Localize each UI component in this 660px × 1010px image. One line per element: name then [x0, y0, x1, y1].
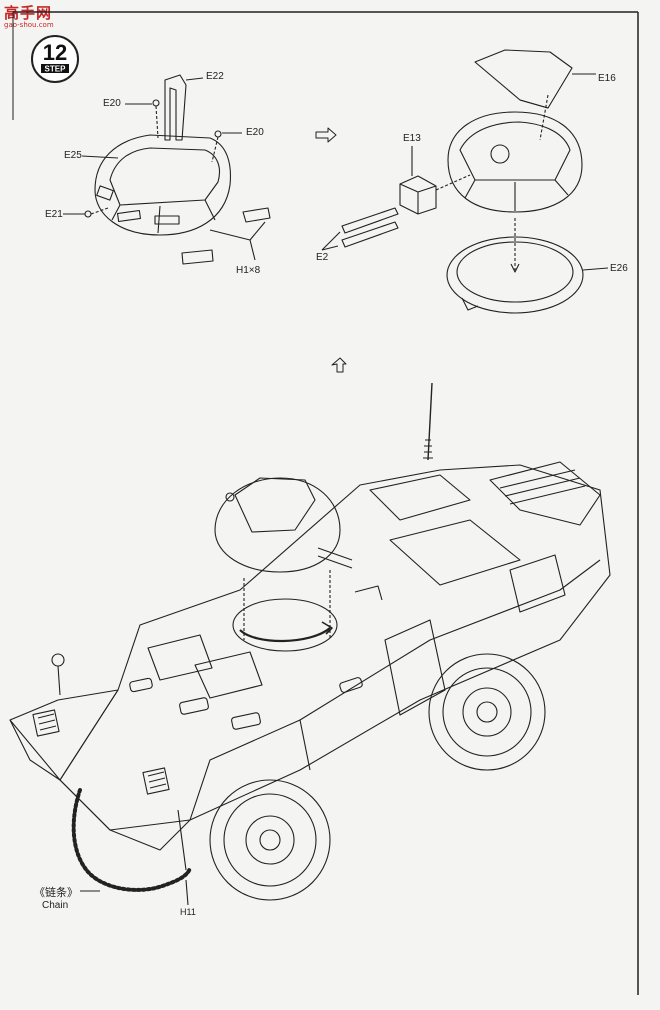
- label-e2: E2: [316, 252, 329, 263]
- label-h1x8: H1×8: [236, 265, 261, 276]
- label-e16: E16: [598, 73, 616, 84]
- step-label: STEP: [45, 65, 67, 74]
- watermark-text: 高手网: [4, 4, 53, 22]
- vehicle-hull: [9, 382, 611, 906]
- watermark-logo: 高手网 gao-shou.com: [4, 2, 54, 29]
- label-h11: H11: [180, 907, 196, 917]
- label-e21: E21: [45, 209, 63, 220]
- chain-caption-cn: 《链条》: [34, 886, 78, 899]
- label-e26: E26: [610, 263, 628, 274]
- label-e13: E13: [403, 133, 421, 144]
- label-e22: E22: [206, 71, 224, 82]
- turret-assembled: [321, 49, 609, 314]
- chain-caption-en: Chain: [42, 900, 69, 911]
- label-e20-right: E20: [246, 127, 264, 138]
- label-e20-left: E20: [103, 98, 121, 109]
- watermark-url: gao-shou.com: [4, 21, 54, 29]
- turret-e25: [63, 74, 271, 265]
- label-e25: E25: [64, 150, 82, 161]
- step-badge: 12 STEP: [30, 34, 80, 84]
- step-number: 12: [43, 40, 67, 65]
